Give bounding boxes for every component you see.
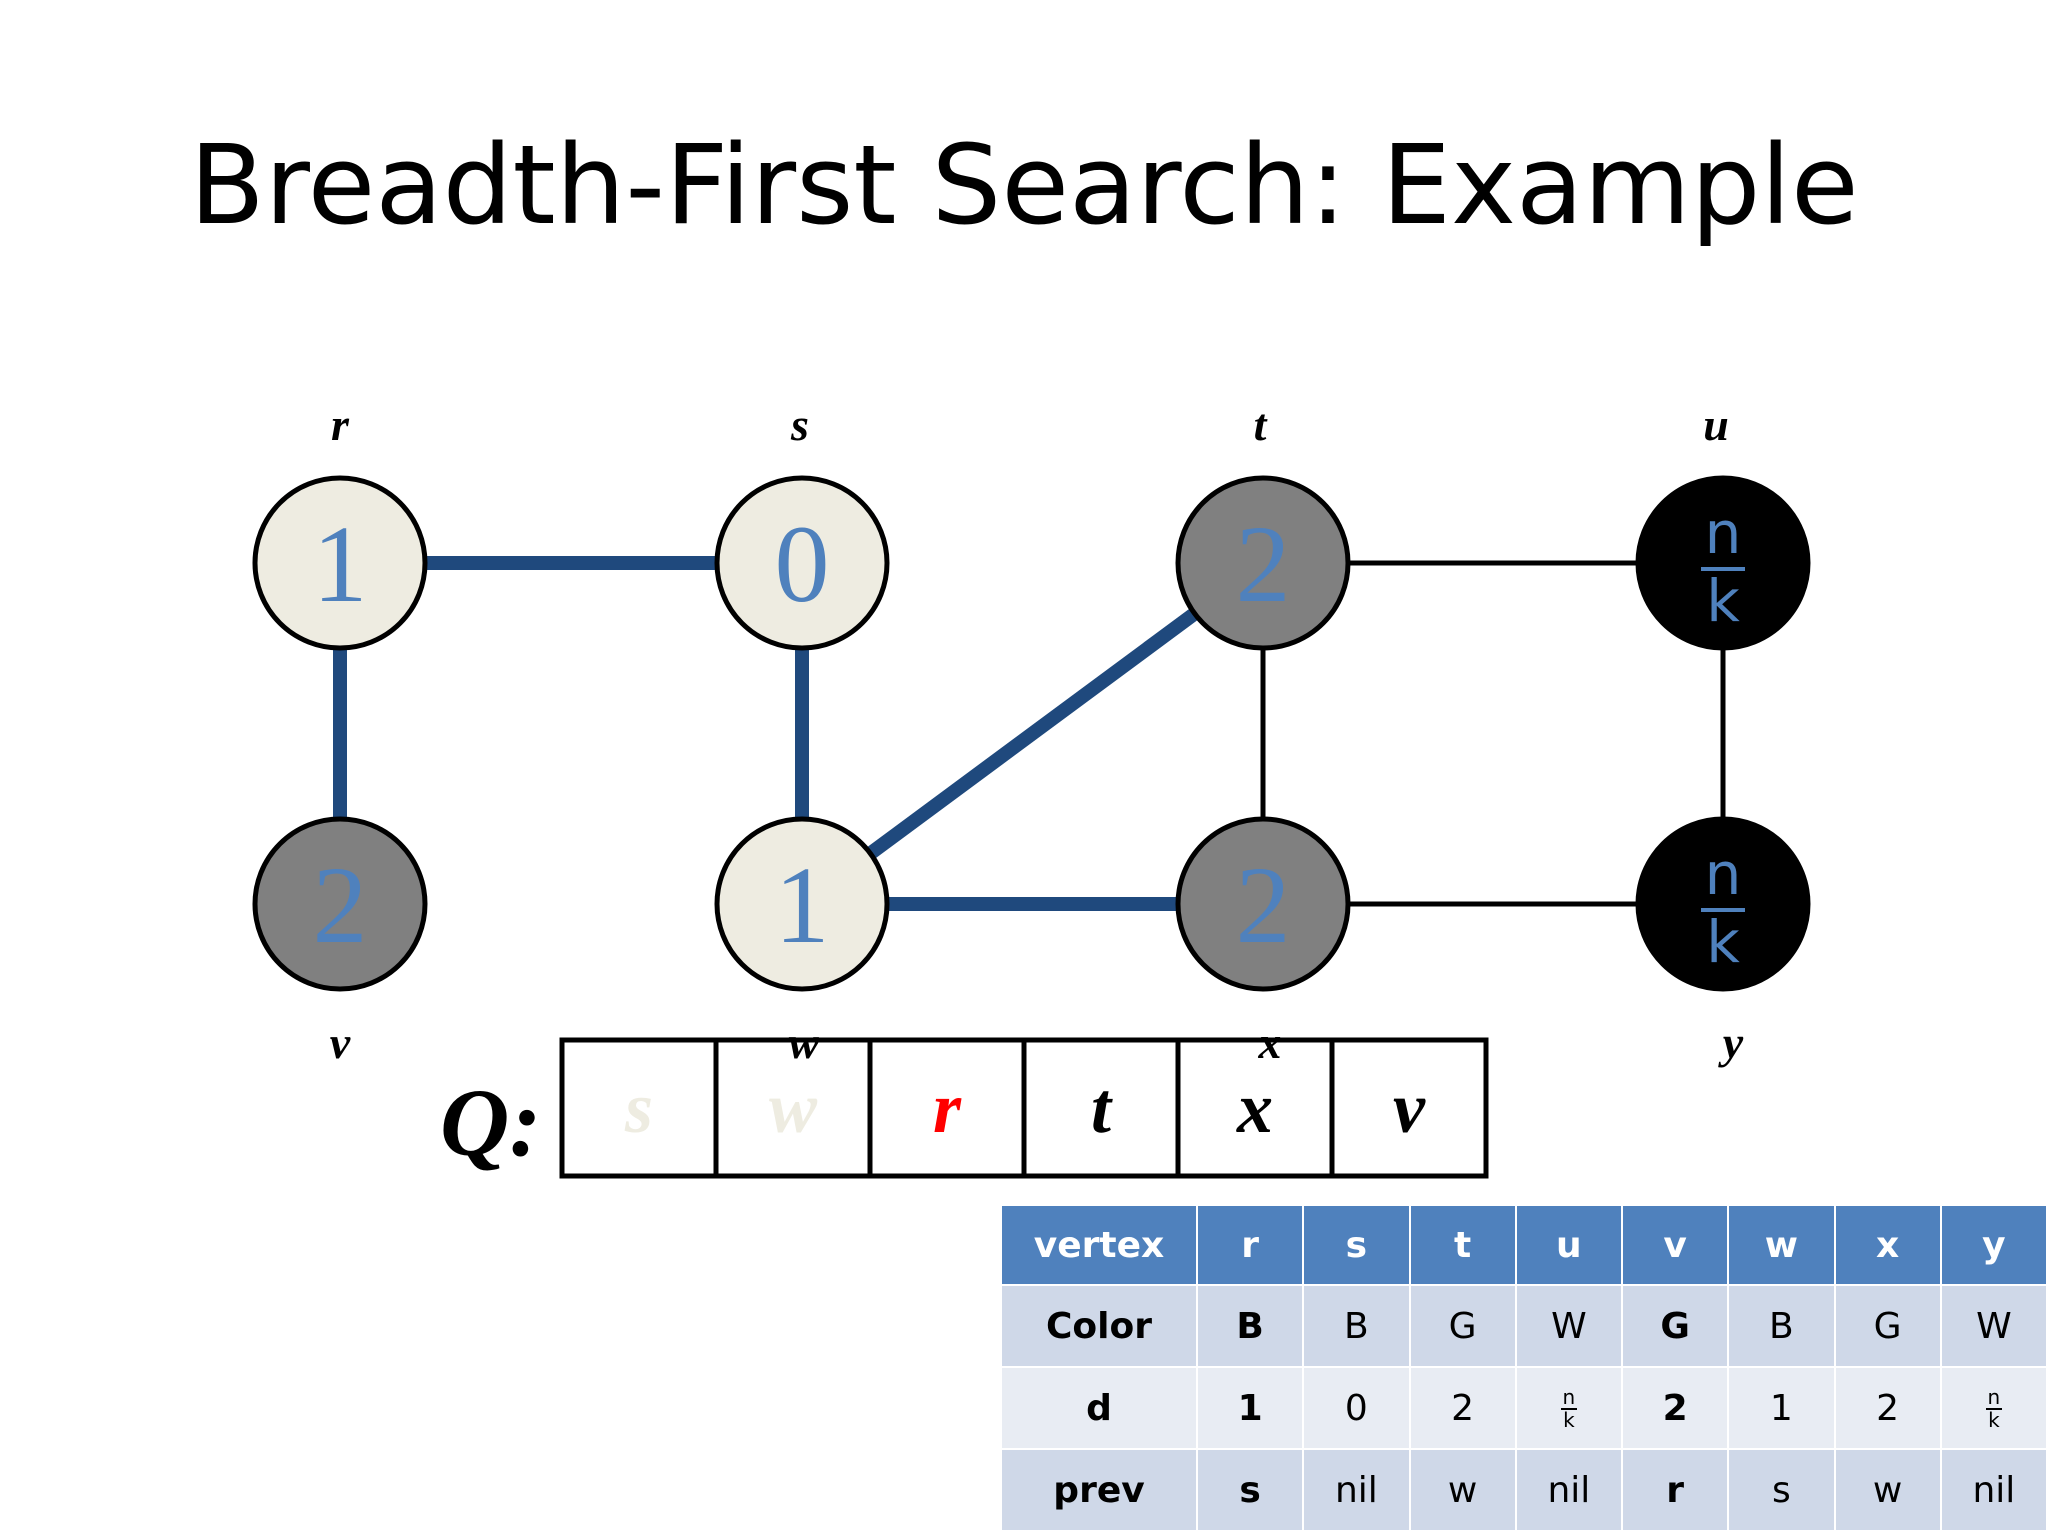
vertex-y-circle	[1635, 816, 1811, 992]
vertex-label-t: t	[1254, 399, 1268, 450]
vertex-r-distance: 1	[313, 503, 368, 625]
table-cell: nil	[1302, 1448, 1411, 1532]
queue-label: Q:	[440, 1069, 541, 1176]
table-cell: 1	[1727, 1366, 1836, 1450]
row-label: prev	[1000, 1448, 1198, 1532]
table-cell: W	[1514, 1284, 1624, 1368]
vertex-label-x: x	[1258, 1017, 1282, 1068]
table-header-s: s	[1302, 1204, 1411, 1286]
table-cell: G	[1620, 1284, 1730, 1368]
vertex-w: 1	[714, 816, 890, 992]
queue-slot-0	[559, 1037, 719, 1179]
table-cell: G	[1408, 1284, 1517, 1368]
table-cell: B	[1727, 1284, 1836, 1368]
vertex-y-numerator: n	[1705, 840, 1742, 908]
edges-layer	[333, 556, 1726, 911]
table-cell: B	[1195, 1284, 1305, 1368]
table-header-y: y	[1939, 1204, 2048, 1286]
vertex-v-distance: 2	[313, 844, 368, 966]
vertex-v-circle	[252, 816, 428, 992]
row-label: Color	[1000, 1284, 1198, 1368]
table-cell: B	[1302, 1284, 1411, 1368]
vertex-label-r: r	[331, 399, 350, 450]
table-cell: 2	[1833, 1366, 1942, 1450]
vertex-u-denominator: k	[1706, 567, 1740, 635]
edge-w-t	[797, 557, 1268, 910]
table-header-w: w	[1727, 1204, 1836, 1286]
table-cell: 1	[1195, 1366, 1305, 1450]
vertex-w-distance: 1	[775, 844, 830, 966]
table-header-x: x	[1833, 1204, 1942, 1286]
vertex-s-circle	[714, 475, 890, 651]
table-cell: w	[1408, 1448, 1517, 1532]
table-cell: G	[1833, 1284, 1942, 1368]
vertex-s: 0	[714, 475, 890, 651]
vertex-r: 1	[252, 475, 428, 651]
table-cell: 0	[1302, 1366, 1411, 1450]
queue-slot-5	[1329, 1037, 1489, 1179]
vertex-x: 2	[1175, 816, 1351, 992]
table-header-r: r	[1195, 1204, 1305, 1286]
vertex-t-circle	[1175, 475, 1351, 651]
queue-slot-2	[867, 1037, 1027, 1179]
row-label: d	[1000, 1366, 1198, 1450]
table-header-t: t	[1408, 1204, 1517, 1286]
vertex-w-circle	[714, 816, 890, 992]
vertex-x-circle	[1175, 816, 1351, 992]
vertex-u-circle	[1635, 475, 1811, 651]
vertex-y-denominator: k	[1706, 908, 1740, 976]
vertex-s-distance: 0	[775, 503, 830, 625]
queue-item-t: t	[1091, 1068, 1113, 1148]
vertex-x-distance: 2	[1236, 844, 1291, 966]
vertex-t-distance: 2	[1236, 503, 1291, 625]
vertex-r-circle	[252, 475, 428, 651]
queue-item-r: r	[933, 1068, 962, 1148]
table-cell: s	[1727, 1448, 1836, 1532]
queue: Q: r s t u v w x y s w r t x v	[330, 399, 1744, 1179]
vertex-t: 2	[1175, 475, 1351, 651]
vertex-u: nk	[1635, 475, 1811, 651]
queue-item-x: x	[1236, 1068, 1273, 1148]
table-header-vertex: vertex	[1000, 1204, 1198, 1286]
table-cell: r	[1620, 1448, 1730, 1532]
queue-slot-3	[1021, 1037, 1181, 1179]
vertex-label-w: w	[789, 1017, 820, 1068]
slide-title: Breadth-First Search: Example	[189, 121, 1859, 249]
vertex-label-u: u	[1703, 399, 1729, 450]
table-cell: 2	[1620, 1366, 1730, 1450]
queue-item-v: v	[1393, 1068, 1426, 1148]
table-cell: s	[1195, 1448, 1305, 1532]
queue-item-s: s	[624, 1068, 653, 1148]
queue-item-w: w	[769, 1068, 818, 1148]
table-cell: nil	[1939, 1448, 2048, 1532]
table-cell: W	[1939, 1284, 2048, 1368]
table-header-v: v	[1620, 1204, 1730, 1286]
vertex-label-s: s	[790, 399, 809, 450]
vertex-label-y: y	[1718, 1017, 1744, 1068]
vertex-u-numerator: n	[1705, 499, 1742, 567]
vertex-label-v: v	[330, 1017, 351, 1068]
table-cell: 2	[1408, 1366, 1517, 1450]
table-cell: w	[1833, 1448, 1942, 1532]
vertex-y: nk	[1635, 816, 1811, 992]
table-cell: nil	[1514, 1448, 1624, 1532]
queue-slot-1	[713, 1037, 873, 1179]
vertex-v: 2	[252, 816, 428, 992]
table-header-u: u	[1514, 1204, 1624, 1286]
